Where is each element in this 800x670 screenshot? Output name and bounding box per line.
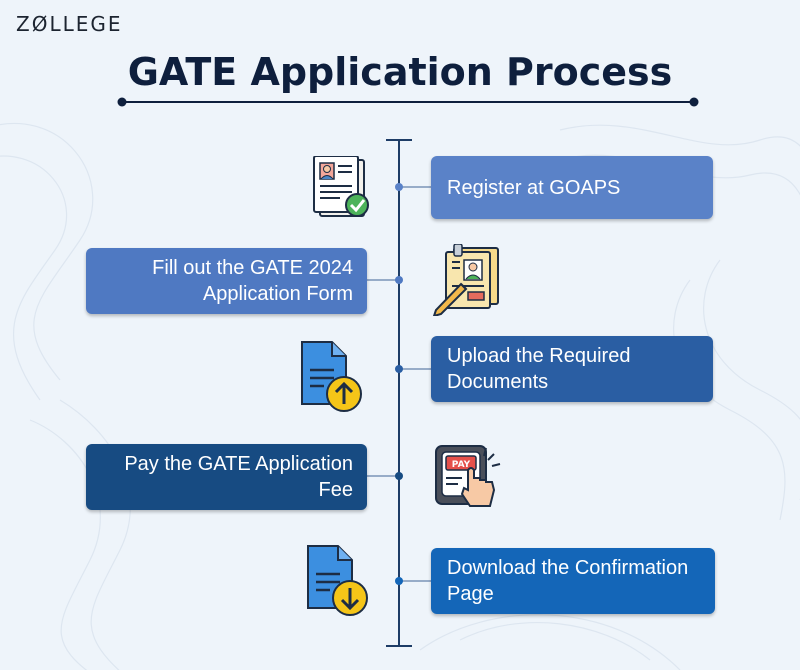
profile-document-check-icon <box>313 156 369 217</box>
step-download: Download the Confirmation Page <box>431 548 715 614</box>
timeline-dot <box>395 577 403 585</box>
page-title: GATE Application Process <box>127 50 673 94</box>
step-pay-fee-label: Pay the GATE Application Fee <box>124 453 353 501</box>
step-upload: Upload the Required Documents <box>431 336 713 402</box>
step-register-label: Register at GOAPS <box>447 176 621 199</box>
brand-logo: ZØLLEGE <box>16 12 123 36</box>
timeline-dot <box>395 472 403 480</box>
step-pay-fee: Pay the GATE Application Fee <box>86 444 367 510</box>
timeline-dot <box>395 183 403 191</box>
svg-text:PAY: PAY <box>452 460 471 470</box>
step-fill-form: Fill out the GATE 2024 Application Form <box>86 248 367 314</box>
document-download-icon <box>307 545 368 616</box>
step-download-label: Download the Confirmation Page <box>447 557 689 605</box>
pay-button-hand-icon: PAY <box>435 445 501 507</box>
step-fill-form-label: Fill out the GATE 2024 Application Form <box>152 257 353 305</box>
title-underline <box>117 97 699 107</box>
timeline-dot <box>395 365 403 373</box>
application-form-pencil-icon <box>432 244 499 316</box>
step-upload-label: Upload the Required Documents <box>447 345 631 393</box>
document-upload-icon <box>301 341 362 412</box>
step-register: Register at GOAPS <box>431 156 713 219</box>
timeline-dot <box>395 276 403 284</box>
